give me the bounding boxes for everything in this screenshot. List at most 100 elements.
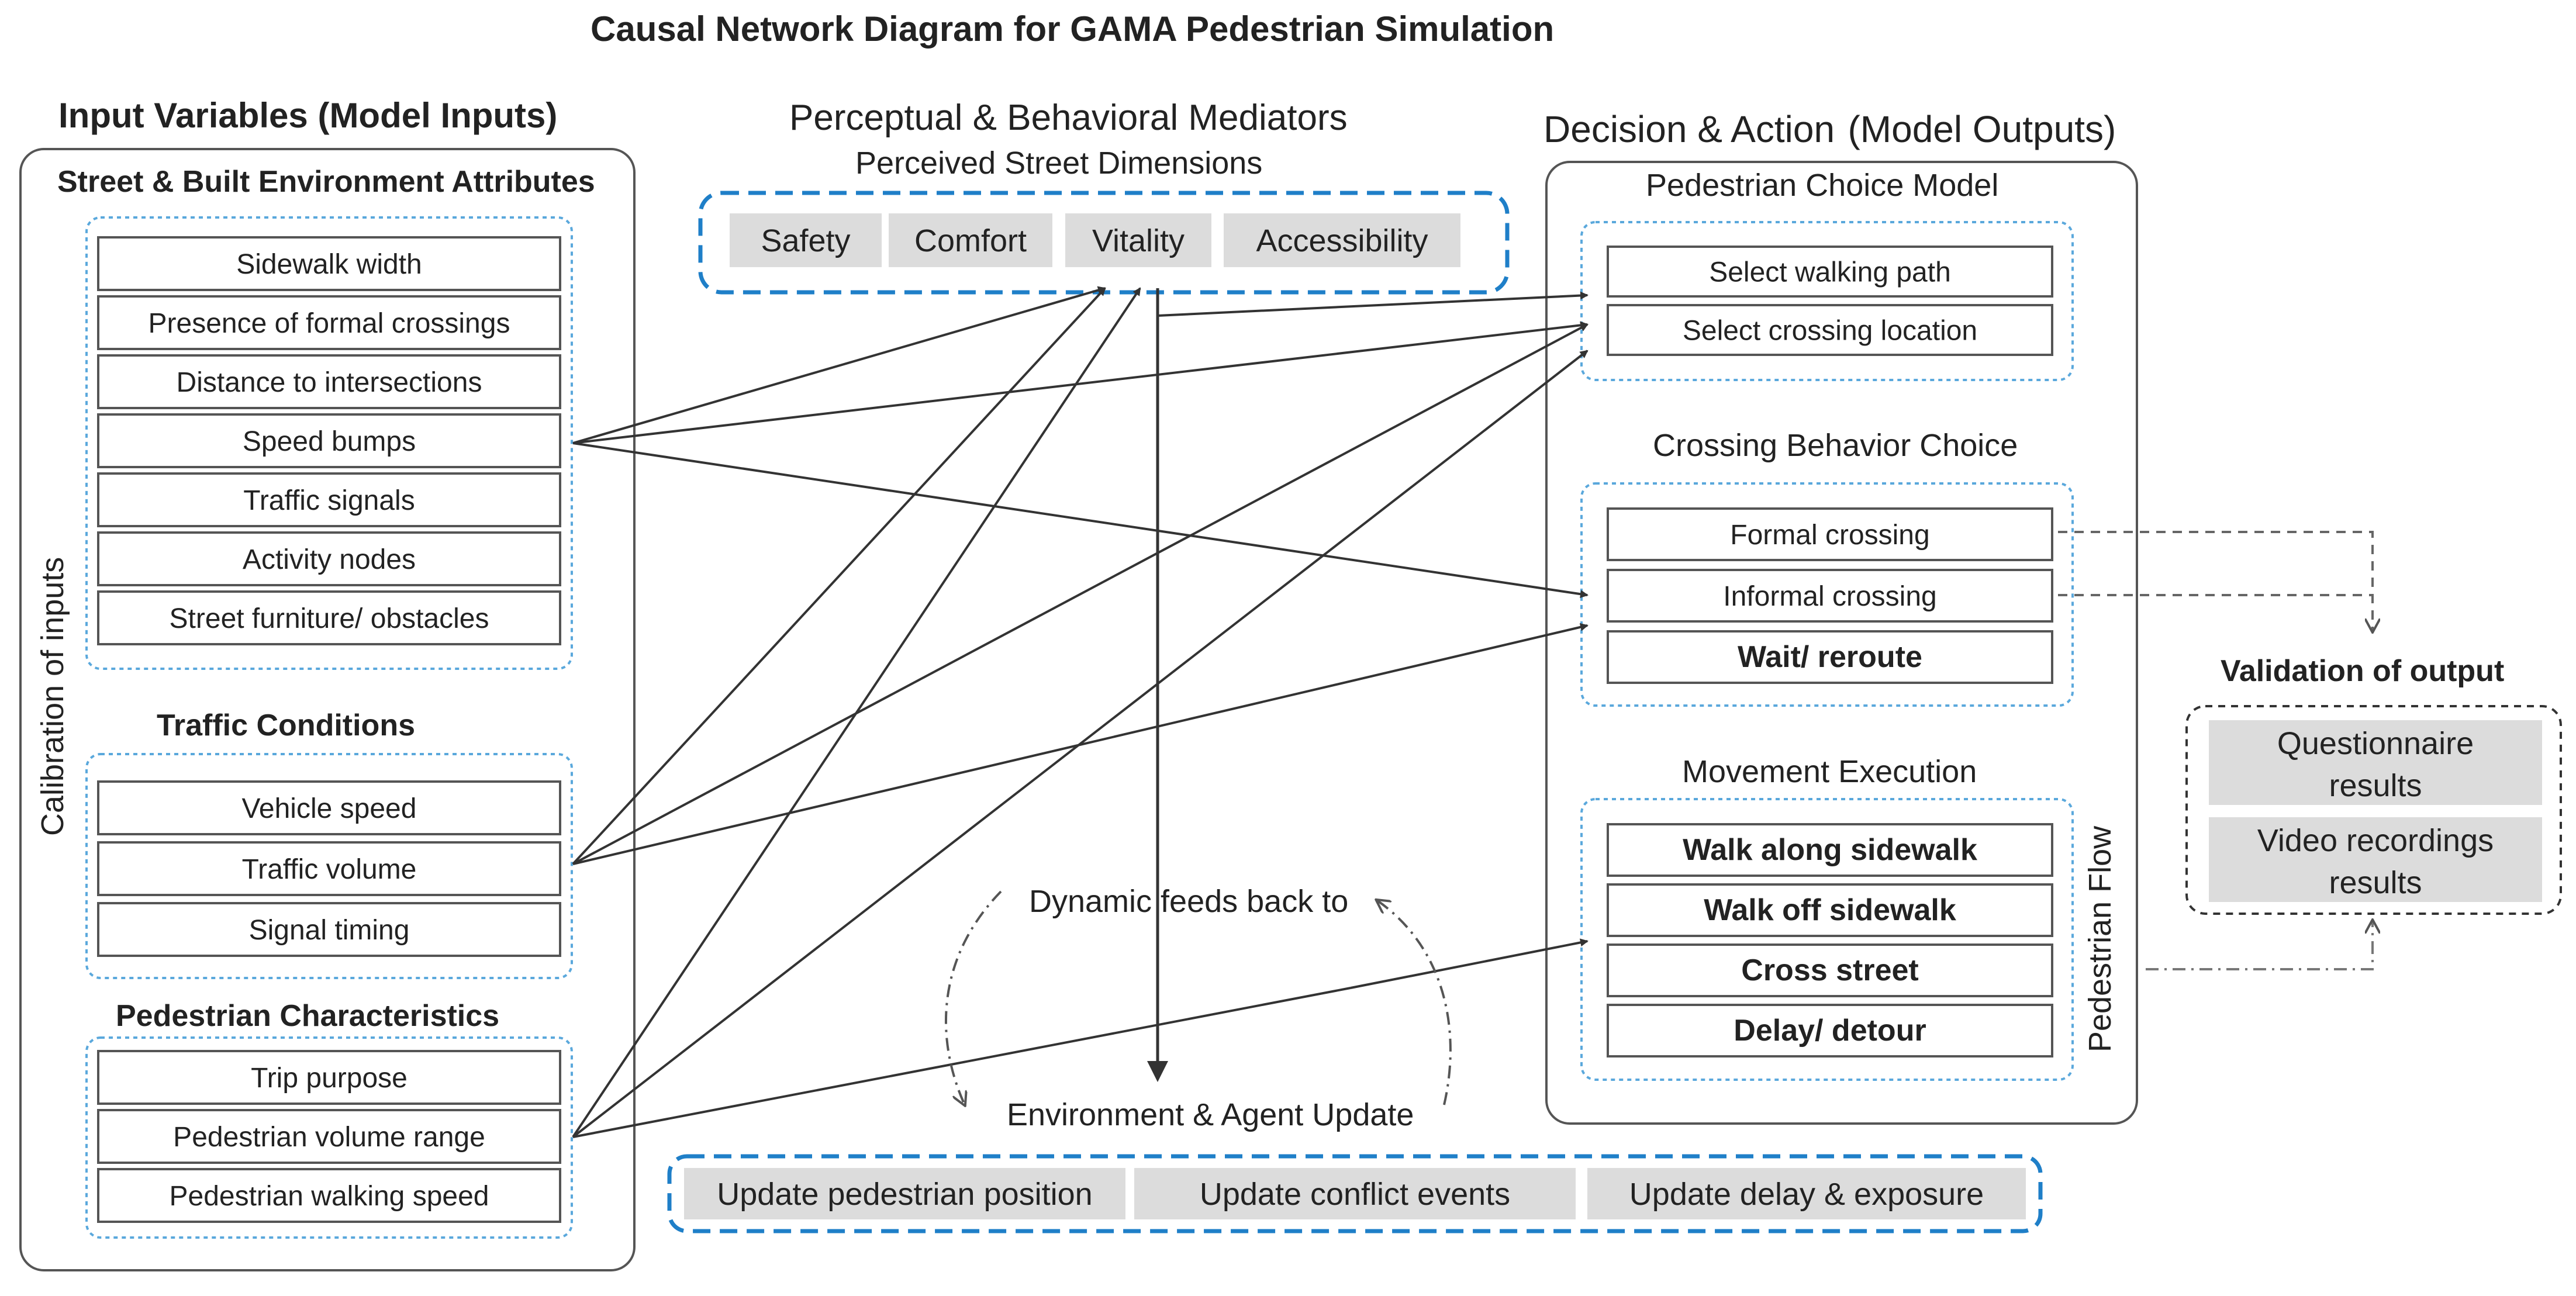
street-item-box-3 — [97, 413, 561, 468]
pedestrian-flow-label: Pedestrian Flow — [2083, 825, 2118, 1052]
update-chip-0 — [684, 1168, 1125, 1219]
crossing-item-box-0 — [1607, 507, 2053, 561]
street-group-box — [85, 216, 573, 670]
arrow-pedestrian-flow — [572, 987, 1351, 1138]
mediator-chip-3 — [1224, 213, 1460, 267]
pedestrian-item-box-2 — [97, 1168, 561, 1223]
mediators-header: Perceptual & Behavioral Mediators — [789, 98, 1348, 138]
movement-item-box-0 — [1607, 823, 2053, 877]
arrow-flow-validation — [2146, 921, 2373, 970]
choice-item-box-1 — [1607, 304, 2053, 356]
movement-item-label-1: Walk off sidewalk — [1704, 893, 1956, 927]
mediator-chip-2 — [1065, 213, 1211, 267]
street-item-box-0 — [97, 236, 561, 291]
movement-item-box-2 — [1607, 944, 2053, 997]
arrow-pedestrian-choice — [572, 350, 1589, 1138]
pedestrian-group-title: Pedestrian Characteristics — [116, 999, 499, 1033]
crossing-title: Crossing Behavior Choice — [1653, 428, 2018, 463]
street-item-label-3: Speed bumps — [243, 426, 416, 457]
choice-item-box-0 — [1607, 246, 2053, 298]
arrow-speedbumps-safety — [572, 286, 1106, 444]
validation-arrows — [2058, 531, 2373, 631]
feedback-label: Dynamic feeds back to — [1029, 884, 1348, 919]
validation-chip-0-line-0: Questionnaire — [2277, 726, 2474, 761]
feedback-arc-right — [1377, 900, 1452, 1105]
mediator-chip-0 — [730, 213, 882, 267]
traffic-item-box-1 — [97, 841, 561, 896]
traffic-group-title: Traffic Conditions — [157, 709, 415, 742]
crossing-box — [1580, 482, 2074, 707]
validation-chip-1 — [2209, 817, 2542, 902]
traffic-item-box-2 — [97, 902, 561, 957]
mediator-chip-label-1: Comfort — [914, 223, 1027, 258]
street-item-label-1: Presence of formal crossings — [149, 308, 510, 339]
crossing-item-label-0: Formal crossing — [1730, 520, 1929, 551]
validation-box — [2185, 705, 2562, 915]
outputs-header-rest: (Model Outputs) — [1848, 108, 2116, 150]
inputs-header: Input Variables (Model Inputs) — [58, 96, 557, 135]
crossing-item-box-2 — [1607, 630, 2053, 684]
movement-title: Movement Execution — [1682, 754, 1977, 789]
movement-item-box-1 — [1607, 883, 2053, 937]
update-title: Environment & Agent Update — [1007, 1097, 1414, 1132]
arrow-speedbumps-informal — [572, 442, 1589, 599]
mediator-chip-label-2: Vitality — [1092, 223, 1185, 258]
pedestrian-item-label-1: Pedestrian volume range — [173, 1122, 485, 1153]
arrow-mediators-choice — [1157, 291, 1589, 317]
crossing-item-label-1: Informal crossing — [1723, 581, 1936, 612]
pedestrian-group-box — [85, 1036, 573, 1239]
mediator-chip-label-0: Safety — [761, 223, 850, 258]
arrow-flow-movement — [1350, 938, 1589, 989]
street-item-box-5 — [97, 531, 561, 586]
street-item-label-4: Traffic signals — [243, 485, 415, 516]
street-item-box-6 — [97, 590, 561, 645]
page-title: Causal Network Diagram for GAMA Pedestri… — [591, 9, 1554, 49]
arrow-traffic-choice — [572, 323, 1589, 865]
choice-item-label-0: Select walking path — [1709, 257, 1951, 288]
update-chip-2 — [1587, 1168, 2026, 1219]
outputs-panel — [1545, 161, 2138, 1125]
update-box — [667, 1154, 2043, 1233]
arrow-speedbumps-choice — [572, 321, 1589, 444]
pedestrian-item-label-0: Trip purpose — [251, 1063, 408, 1094]
validation-chip-0 — [2209, 720, 2542, 805]
crossing-item-box-1 — [1607, 569, 2053, 623]
mediator-chip-label-3: Accessibility — [1256, 223, 1428, 258]
update-chip-label-1: Update conflict events — [1200, 1177, 1510, 1212]
movement-item-box-3 — [1607, 1004, 2053, 1057]
movement-item-label-0: Walk along sidewalk — [1683, 833, 1977, 867]
street-item-label-0: Sidewalk width — [236, 249, 422, 280]
traffic-item-box-0 — [97, 780, 561, 835]
validation-title: Validation of output — [2221, 654, 2504, 688]
pedestrian-item-box-0 — [97, 1050, 561, 1105]
street-group-title: Street & Built Environment Attributes — [57, 165, 595, 199]
outputs-header-bold: Decision & Action — [1543, 108, 1835, 150]
calibration-label: Calibration of inputs — [35, 557, 70, 836]
update-chip-1 — [1134, 1168, 1576, 1219]
arrow-traffic-safety — [572, 287, 1106, 865]
traffic-item-label-0: Vehicle speed — [242, 793, 417, 824]
mediators-subheader: Perceived Street Dimensions — [855, 146, 1262, 181]
traffic-item-label-1: Traffic volume — [242, 854, 417, 885]
pedestrian-item-label-2: Pedestrian walking speed — [169, 1181, 489, 1212]
choice-model-box — [1580, 221, 2074, 381]
validation-chip-1-line-1: results — [2329, 865, 2422, 900]
street-item-box-1 — [97, 295, 561, 350]
movement-item-label-2: Cross street — [1741, 953, 1918, 987]
causal-arrows — [572, 286, 1589, 1138]
choice-model-title: Pedestrian Choice Model — [1646, 168, 1998, 203]
traffic-item-label-2: Signal timing — [249, 915, 410, 946]
crossing-item-label-2: Wait/ reroute — [1738, 640, 1922, 674]
choice-item-label-1: Select crossing location — [1683, 316, 1977, 347]
feedback-arc-left — [945, 890, 1002, 1105]
update-chip-label-2: Update delay & exposure — [1629, 1177, 1984, 1212]
validation-chip-0-line-1: results — [2329, 768, 2422, 803]
street-item-box-2 — [97, 354, 561, 409]
outputs-header: Decision & Action (Model Outputs) — [1543, 108, 2116, 150]
mediator-chip-1 — [889, 213, 1052, 267]
inputs-panel — [19, 148, 636, 1271]
arrow-pedestrian-comfort — [572, 287, 1141, 1138]
arrow-formal-validation — [2058, 531, 2373, 631]
